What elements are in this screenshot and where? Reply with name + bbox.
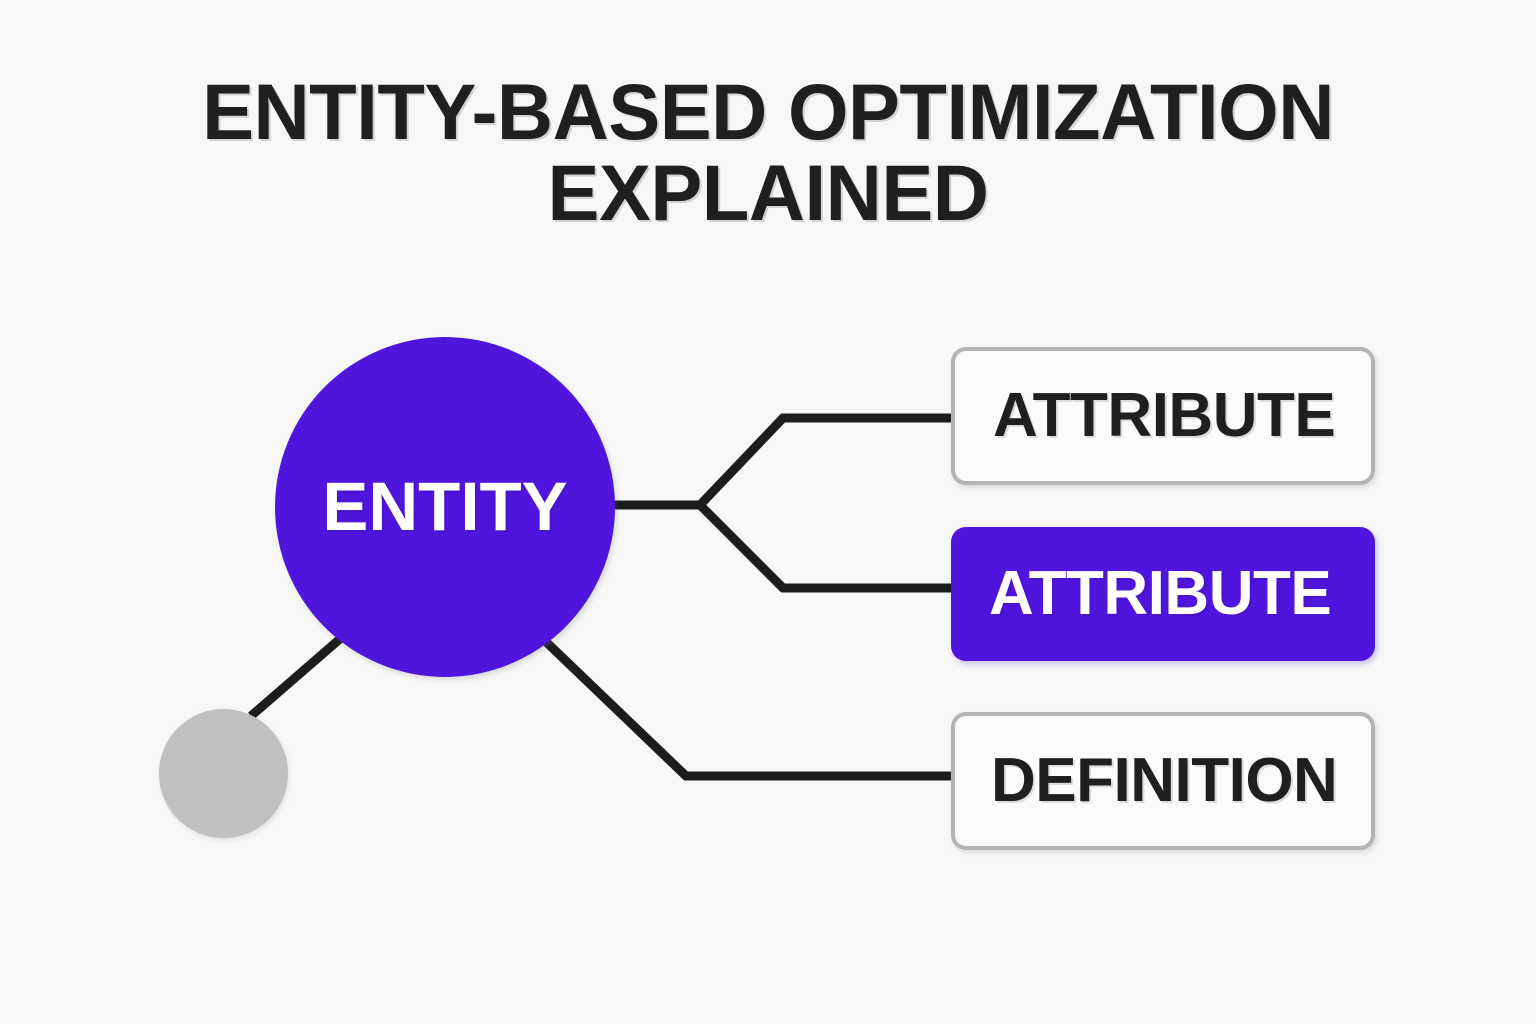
satellite-node[interactable] <box>159 709 288 838</box>
attribute-box-1[interactable]: ATTRIBUTE <box>951 347 1375 485</box>
attribute-box-1-label: ATTRIBUTE <box>993 381 1336 450</box>
attribute-box-2-highlighted[interactable]: ATTRIBUTE <box>951 527 1375 661</box>
definition-box-label: DEFINITION <box>991 746 1338 815</box>
attribute-box-2-label: ATTRIBUTE <box>989 559 1332 628</box>
page-title: ENTITY-BASED OPTIMIZATION EXPLAINED <box>202 67 1334 237</box>
connector-root-to-definition <box>537 633 953 781</box>
entity-node-label: ENTITY <box>322 467 568 545</box>
connector-root-to-satellite <box>248 634 344 720</box>
definition-box[interactable]: DEFINITION <box>951 712 1375 850</box>
connector-fork-to-attribute-1 <box>696 413 953 509</box>
entity-node[interactable]: ENTITY <box>275 337 615 677</box>
connector-fork-to-attribute-2 <box>696 501 953 593</box>
